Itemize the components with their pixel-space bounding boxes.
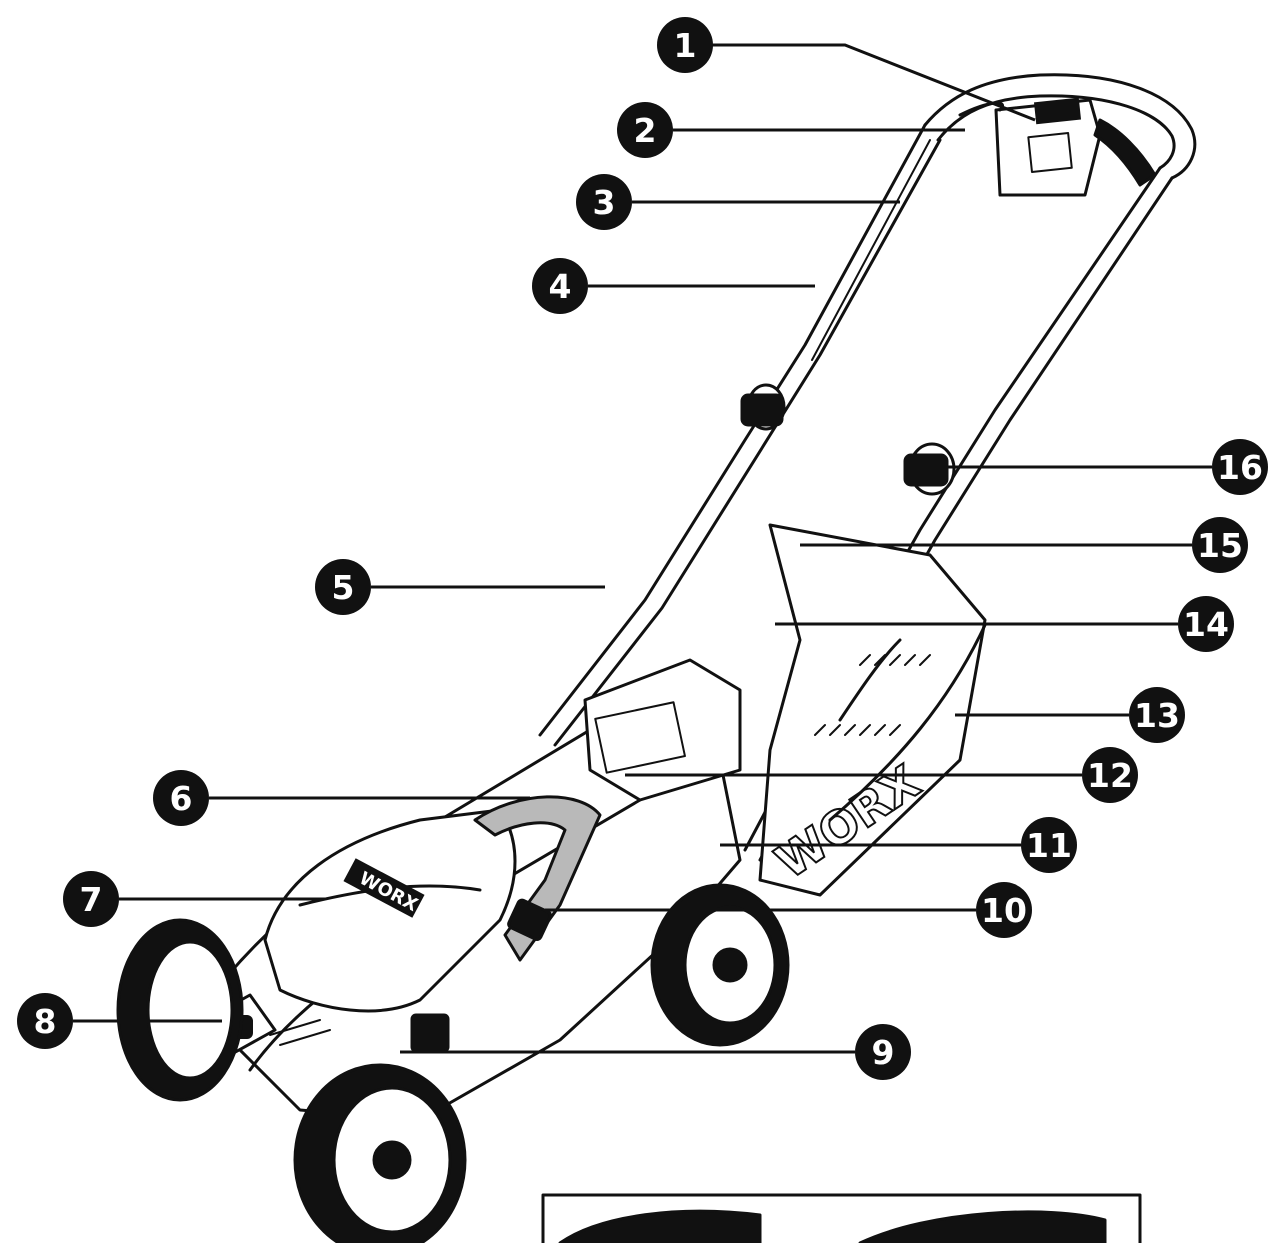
front-left-wheel [293, 1063, 467, 1243]
handle-lock-knob-right [903, 442, 956, 496]
leader-lines [73, 43, 1212, 1054]
callout-16: 16 [1212, 439, 1268, 495]
callout-10: 10 [976, 882, 1032, 938]
callout-6-label: 6 [170, 779, 193, 818]
callout-9: 9 [855, 1024, 911, 1080]
callout-6: 6 [153, 770, 209, 826]
callout-16-label: 16 [1217, 448, 1263, 487]
callout-2: 2 [617, 102, 673, 158]
callout-4-label: 4 [549, 267, 572, 306]
callout-2-label: 2 [634, 111, 657, 150]
rear-right-wheel [650, 883, 790, 1047]
callout-3: 3 [576, 174, 632, 230]
callout-1-label: 1 [674, 26, 697, 65]
callout-7: 7 [63, 871, 119, 927]
callout-15-label: 15 [1197, 526, 1243, 565]
callout-10-label: 10 [981, 891, 1027, 930]
callout-9-label: 9 [872, 1033, 895, 1072]
callout-12-label: 12 [1087, 756, 1133, 795]
callout-7-label: 7 [80, 880, 103, 919]
callout-15: 15 [1192, 517, 1248, 573]
rear-left-wheel [116, 918, 244, 1102]
callout-13-label: 13 [1134, 696, 1180, 735]
callout-14: 14 [1178, 596, 1234, 652]
callout-11-label: 11 [1026, 826, 1072, 865]
inset-frame [541, 1193, 1142, 1243]
callout-8: 8 [17, 993, 73, 1049]
callout-3-label: 3 [593, 183, 616, 222]
callout-8-label: 8 [34, 1002, 57, 1041]
callout-4: 4 [532, 258, 588, 314]
callout-13: 13 [1129, 687, 1185, 743]
callout-14-label: 14 [1183, 605, 1229, 644]
callout-5: 5 [315, 559, 371, 615]
grass-box: WORX [758, 523, 987, 897]
callout-5-label: 5 [332, 568, 355, 607]
callout-12: 12 [1082, 747, 1138, 803]
handle-lock-knob-left [740, 383, 786, 431]
callout-11: 11 [1021, 817, 1077, 873]
callout-1: 1 [657, 17, 713, 73]
mower-handle [538, 73, 1197, 862]
